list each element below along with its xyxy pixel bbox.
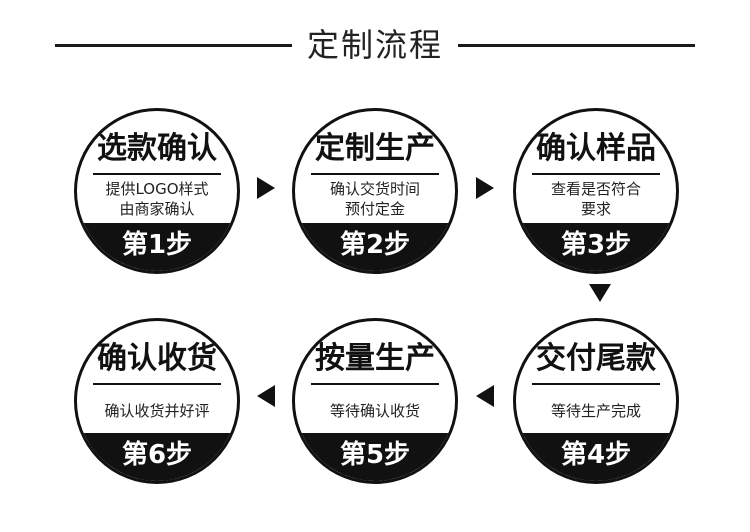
step-desc-line: 由商家确认 [119,200,195,218]
step-title: 交付尾款 [536,341,656,376]
step-label: 第5步 [339,440,411,470]
triangle-arrow-icon [476,385,494,407]
step-desc-line: 等待生产完成 [550,402,641,420]
step-desc-line: 查看是否符合 [550,180,641,198]
step-desc-line: 预付定金 [344,200,405,218]
page-title: 定制流程 [306,26,443,64]
step-desc-line: 提供LOGO样式 [105,180,209,198]
step-label: 第4步 [560,440,632,470]
step-label-band: 第3步 [516,223,676,271]
step-label-band: 第5步 [295,433,455,481]
step-2: 定制生产 确认交货时间 预付定金 第2步 [292,108,458,274]
step-divider [93,173,221,175]
step-desc-line: 要求 [580,200,611,218]
step-6: 确认收货 确认收货并好评 第6步 [74,318,240,484]
step-4: 交付尾款 等待生产完成 第4步 [513,318,679,484]
triangle-arrow-icon [589,284,611,302]
step-desc: 确认交货时间 预付定金 [305,179,445,219]
triangle-arrow-icon [257,177,275,199]
step-divider [93,383,221,385]
step-label: 第3步 [560,230,632,260]
step-label: 第1步 [121,230,193,260]
step-desc: 确认收货并好评 [87,401,227,421]
step-desc-line: 确认收货并好评 [104,402,210,420]
step-5: 按量生产 等待确认收货 第5步 [292,318,458,484]
step-label-band: 第1步 [77,223,237,271]
step-title: 确认样品 [536,131,656,166]
step-title: 选款确认 [97,131,217,166]
header-line-right [458,44,695,47]
step-divider [311,383,439,385]
triangle-arrow-icon [476,177,494,199]
step-title: 确认收货 [97,341,217,376]
header-line-left [55,44,292,47]
header: 定制流程 [0,0,750,90]
triangle-arrow-icon [257,385,275,407]
step-desc: 查看是否符合 要求 [526,179,666,219]
step-desc-line: 确认交货时间 [329,180,420,198]
step-divider [532,173,660,175]
step-1: 选款确认 提供LOGO样式 由商家确认 第1步 [74,108,240,274]
step-3: 确认样品 查看是否符合 要求 第3步 [513,108,679,274]
step-desc: 等待生产完成 [526,401,666,421]
step-desc: 提供LOGO样式 由商家确认 [87,179,227,219]
step-title: 定制生产 [315,131,435,166]
step-divider [532,383,660,385]
step-label-band: 第2步 [295,223,455,271]
step-label: 第2步 [339,230,411,260]
step-label: 第6步 [121,440,193,470]
step-divider [311,173,439,175]
step-desc-line: 等待确认收货 [329,402,420,420]
step-label-band: 第6步 [77,433,237,481]
step-title: 按量生产 [315,341,435,376]
step-desc: 等待确认收货 [305,401,445,421]
step-label-band: 第4步 [516,433,676,481]
